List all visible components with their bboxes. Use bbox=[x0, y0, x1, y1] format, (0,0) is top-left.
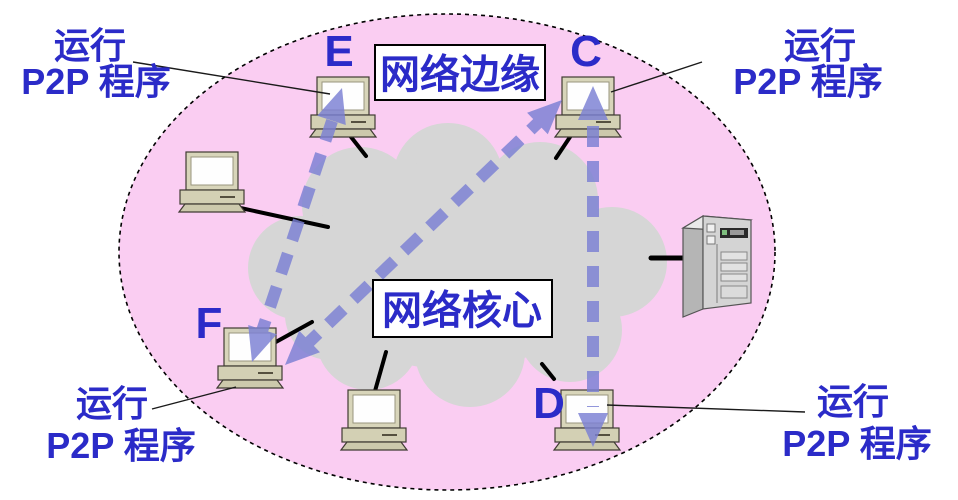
server-led bbox=[722, 230, 727, 235]
callout-bottom-left-line2: P2P 程序 bbox=[46, 425, 195, 466]
callout-top-right-line2: P2P 程序 bbox=[733, 61, 882, 102]
callout-top-left-line2: P2P 程序 bbox=[21, 61, 170, 102]
arrowhead-at-c-from-d bbox=[578, 86, 608, 120]
server-side-panel bbox=[682, 214, 704, 318]
server-tower bbox=[681, 214, 753, 318]
callout-bottom-right-line1: 运行 bbox=[817, 381, 889, 422]
server-display bbox=[730, 230, 744, 235]
network-core-box bbox=[372, 279, 553, 338]
arrowhead-at-f-from-c bbox=[285, 330, 320, 365]
arrowhead-at-c-from-f bbox=[527, 100, 562, 135]
arrowhead-at-e bbox=[317, 88, 346, 125]
computer-host-left bbox=[178, 151, 246, 213]
callout-line-bottom-right bbox=[606, 404, 806, 413]
server-drive-bay bbox=[720, 262, 748, 272]
server-drive-bay bbox=[720, 251, 748, 261]
callout-top-left-line1: 运行 bbox=[54, 25, 126, 66]
callout-top-right-line1: 运行 bbox=[784, 25, 856, 66]
access-link-host-left bbox=[234, 205, 330, 229]
callout-bottom-right: 运行 P2P 程序 bbox=[782, 381, 931, 464]
node-label-c: C bbox=[570, 27, 602, 76]
server-drive-bay bbox=[720, 273, 748, 282]
access-link-host-bottom bbox=[373, 350, 388, 393]
node-label-d: D bbox=[533, 379, 565, 428]
callout-bottom-left-line1: 运行 bbox=[76, 383, 148, 424]
p2p-arrow-f-c bbox=[298, 112, 549, 353]
access-link-d bbox=[540, 362, 556, 381]
server-button bbox=[706, 223, 716, 233]
node-label-f: F bbox=[196, 299, 223, 348]
p2p-arrows bbox=[248, 86, 608, 447]
arrowhead-at-f-from-e bbox=[248, 325, 277, 362]
callout-lines bbox=[132, 61, 806, 413]
arrowhead-at-d bbox=[578, 413, 608, 447]
callout-top-right: 运行 P2P 程序 bbox=[733, 25, 882, 102]
callout-bottom-left: 运行 P2P 程序 bbox=[46, 383, 195, 466]
cloud-body bbox=[305, 160, 605, 370]
node-label-e: E bbox=[324, 27, 353, 76]
p2p-arrow-e-f bbox=[253, 110, 341, 342]
network-core-label: 网络核心 bbox=[382, 288, 542, 333]
network-edge-labelbox: 网络边缘 bbox=[374, 44, 546, 101]
network-core-labelbox: 网络核心 bbox=[372, 279, 553, 338]
server-button bbox=[706, 235, 716, 245]
server-vent bbox=[720, 285, 748, 299]
callout-line-top-right bbox=[610, 61, 703, 93]
callout-line-bottom-left bbox=[151, 386, 237, 410]
callout-top-left: 运行 P2P 程序 bbox=[21, 25, 170, 102]
network-edge-box bbox=[374, 44, 546, 101]
network-edge-label: 网络边缘 bbox=[380, 52, 540, 97]
callout-bottom-right-line2: P2P 程序 bbox=[782, 423, 931, 464]
computer-host-bottom bbox=[340, 389, 408, 451]
callout-line-top-left bbox=[132, 61, 331, 95]
